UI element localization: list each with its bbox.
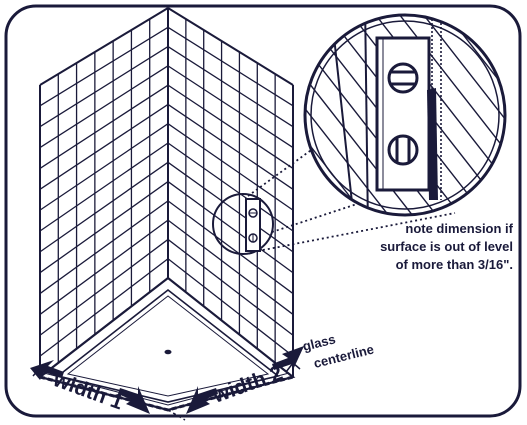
magnifier-circle-small bbox=[212, 193, 274, 255]
note-line-1: note dimension if bbox=[405, 221, 513, 236]
note-line-3: of more than 3/16". bbox=[396, 257, 513, 272]
drain bbox=[164, 349, 172, 355]
level-small bbox=[212, 193, 274, 255]
note-line-2: surface is out of level bbox=[380, 239, 513, 254]
zoom-leader-lines bbox=[247, 139, 456, 252]
tile-wall-corner bbox=[39, 7, 294, 378]
magnifier-circle-large bbox=[303, 13, 507, 217]
